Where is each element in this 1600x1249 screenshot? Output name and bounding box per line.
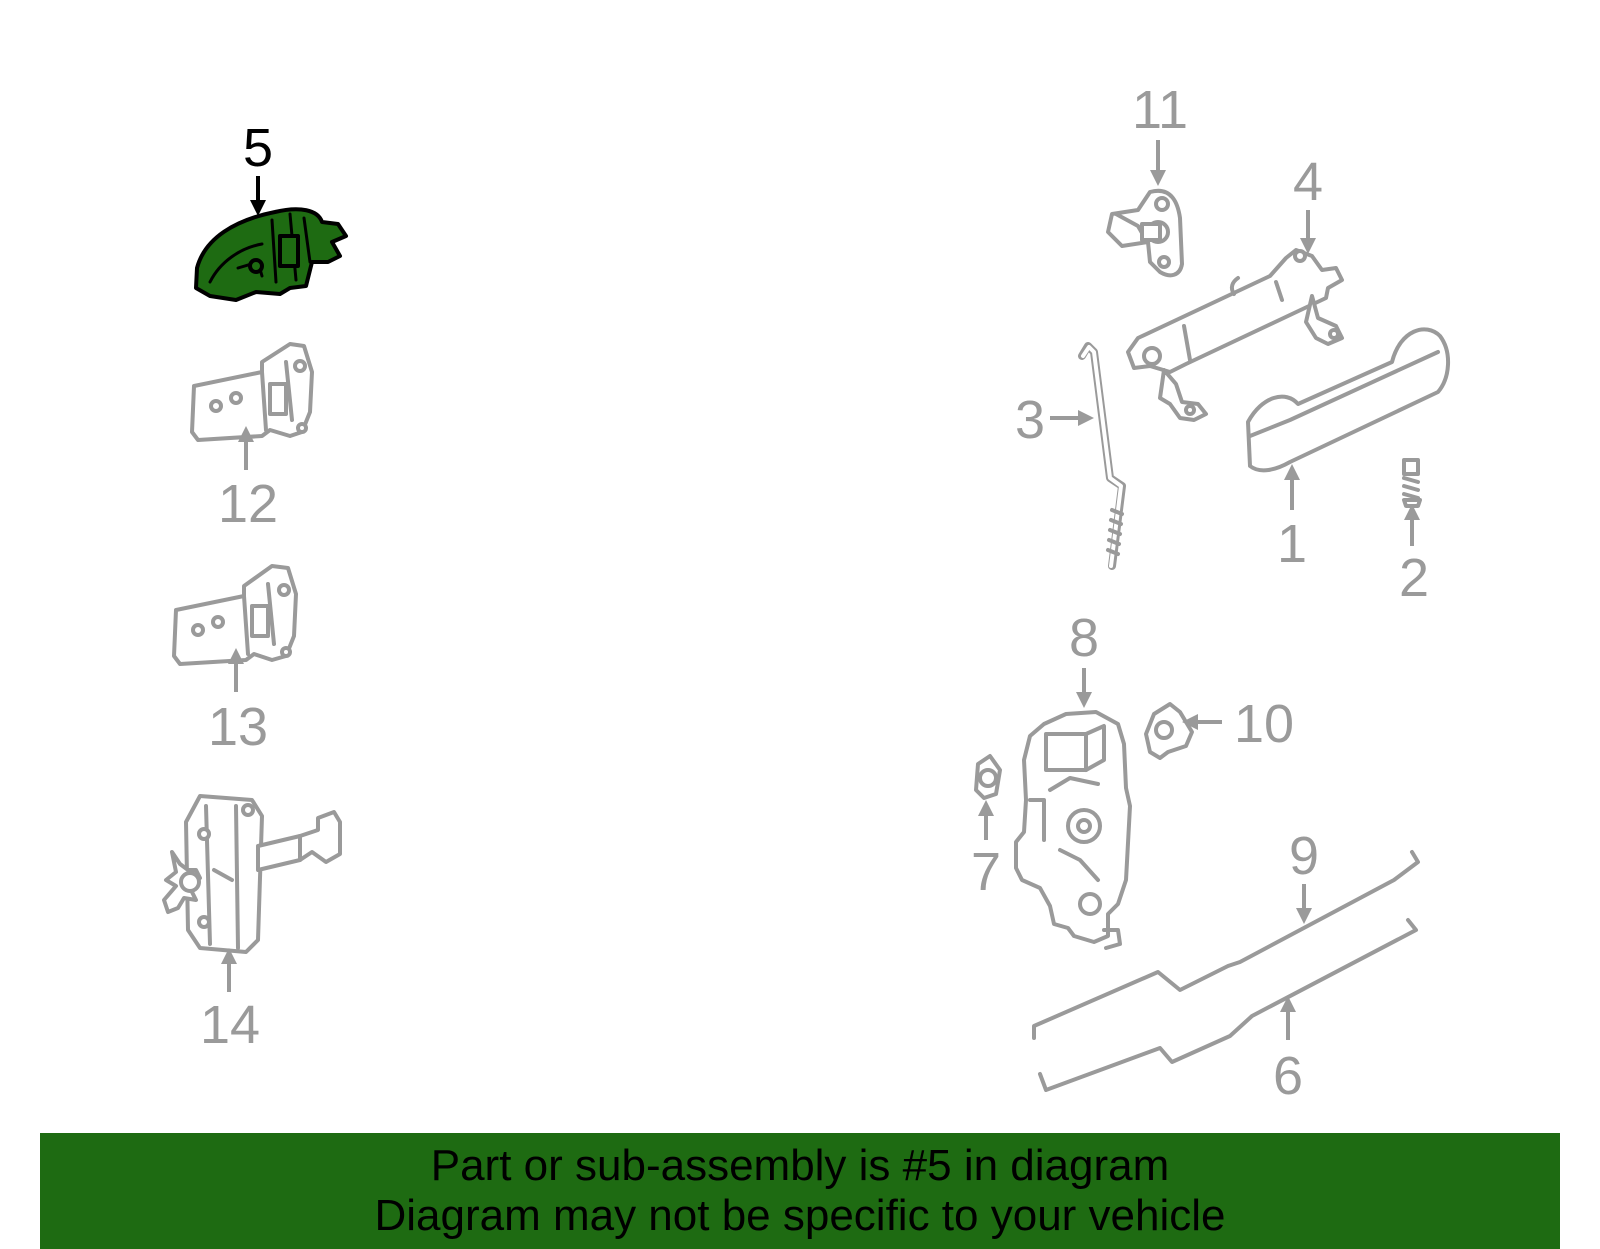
part-13-hinge[interactable]: [172, 564, 298, 666]
part-8-latch[interactable]: [1014, 710, 1132, 950]
callout-14-label: 14: [200, 995, 260, 1055]
callout-11-label: 11: [1132, 80, 1188, 140]
part-9-rod[interactable]: [1032, 850, 1420, 1040]
part-5-inside-handle[interactable]: [194, 207, 348, 302]
callout-5: 5: [243, 118, 273, 216]
callout-5-label: 5: [243, 118, 273, 178]
callout-3-label: 3: [1015, 390, 1045, 450]
info-banner: Part or sub-assembly is #5 in diagram Di…: [40, 1133, 1560, 1249]
callout-7: 7: [971, 800, 1001, 902]
callout-6-label: 6: [1273, 1046, 1303, 1106]
callout-1-label: 1: [1277, 514, 1307, 574]
part-6-rod[interactable]: [1038, 918, 1418, 1092]
callout-13-label: 13: [208, 697, 268, 757]
callout-4-label: 4: [1293, 152, 1323, 212]
callout-8: 8: [1069, 608, 1099, 708]
part-4-handle-bracket[interactable]: [1126, 248, 1344, 422]
callout-3: 3: [1015, 390, 1094, 450]
callout-2-label: 2: [1399, 548, 1429, 608]
part-1-outside-handle[interactable]: [1246, 327, 1451, 473]
callout-12: 12: [218, 426, 278, 534]
callout-2: 2: [1399, 504, 1429, 608]
part-7-clip[interactable]: [974, 754, 1002, 800]
callout-12-label: 12: [218, 474, 278, 534]
callout-11: 11: [1132, 80, 1188, 186]
callout-14: 14: [200, 948, 260, 1055]
callout-9-label: 9: [1289, 826, 1319, 886]
callout-10-label: 10: [1234, 694, 1294, 754]
callout-7-label: 7: [971, 842, 1001, 902]
callout-10: 10: [1182, 694, 1294, 754]
callout-1: 1: [1277, 464, 1307, 574]
banner-line-1: Part or sub-assembly is #5 in diagram: [430, 1141, 1170, 1190]
banner-line-2: Diagram may not be specific to your vehi…: [374, 1191, 1226, 1240]
part-2-bolt[interactable]: [1402, 458, 1422, 508]
part-3-rod[interactable]: [1078, 342, 1126, 570]
callout-8-label: 8: [1069, 608, 1099, 668]
callout-4: 4: [1293, 152, 1323, 254]
callout-6: 6: [1273, 996, 1303, 1106]
part-14-door-check[interactable]: [162, 794, 342, 954]
part-10-clip[interactable]: [1144, 702, 1194, 760]
part-11-striker[interactable]: [1106, 188, 1184, 278]
callout-9: 9: [1289, 826, 1319, 924]
part-12-hinge[interactable]: [190, 342, 314, 442]
callout-13: 13: [208, 648, 268, 757]
